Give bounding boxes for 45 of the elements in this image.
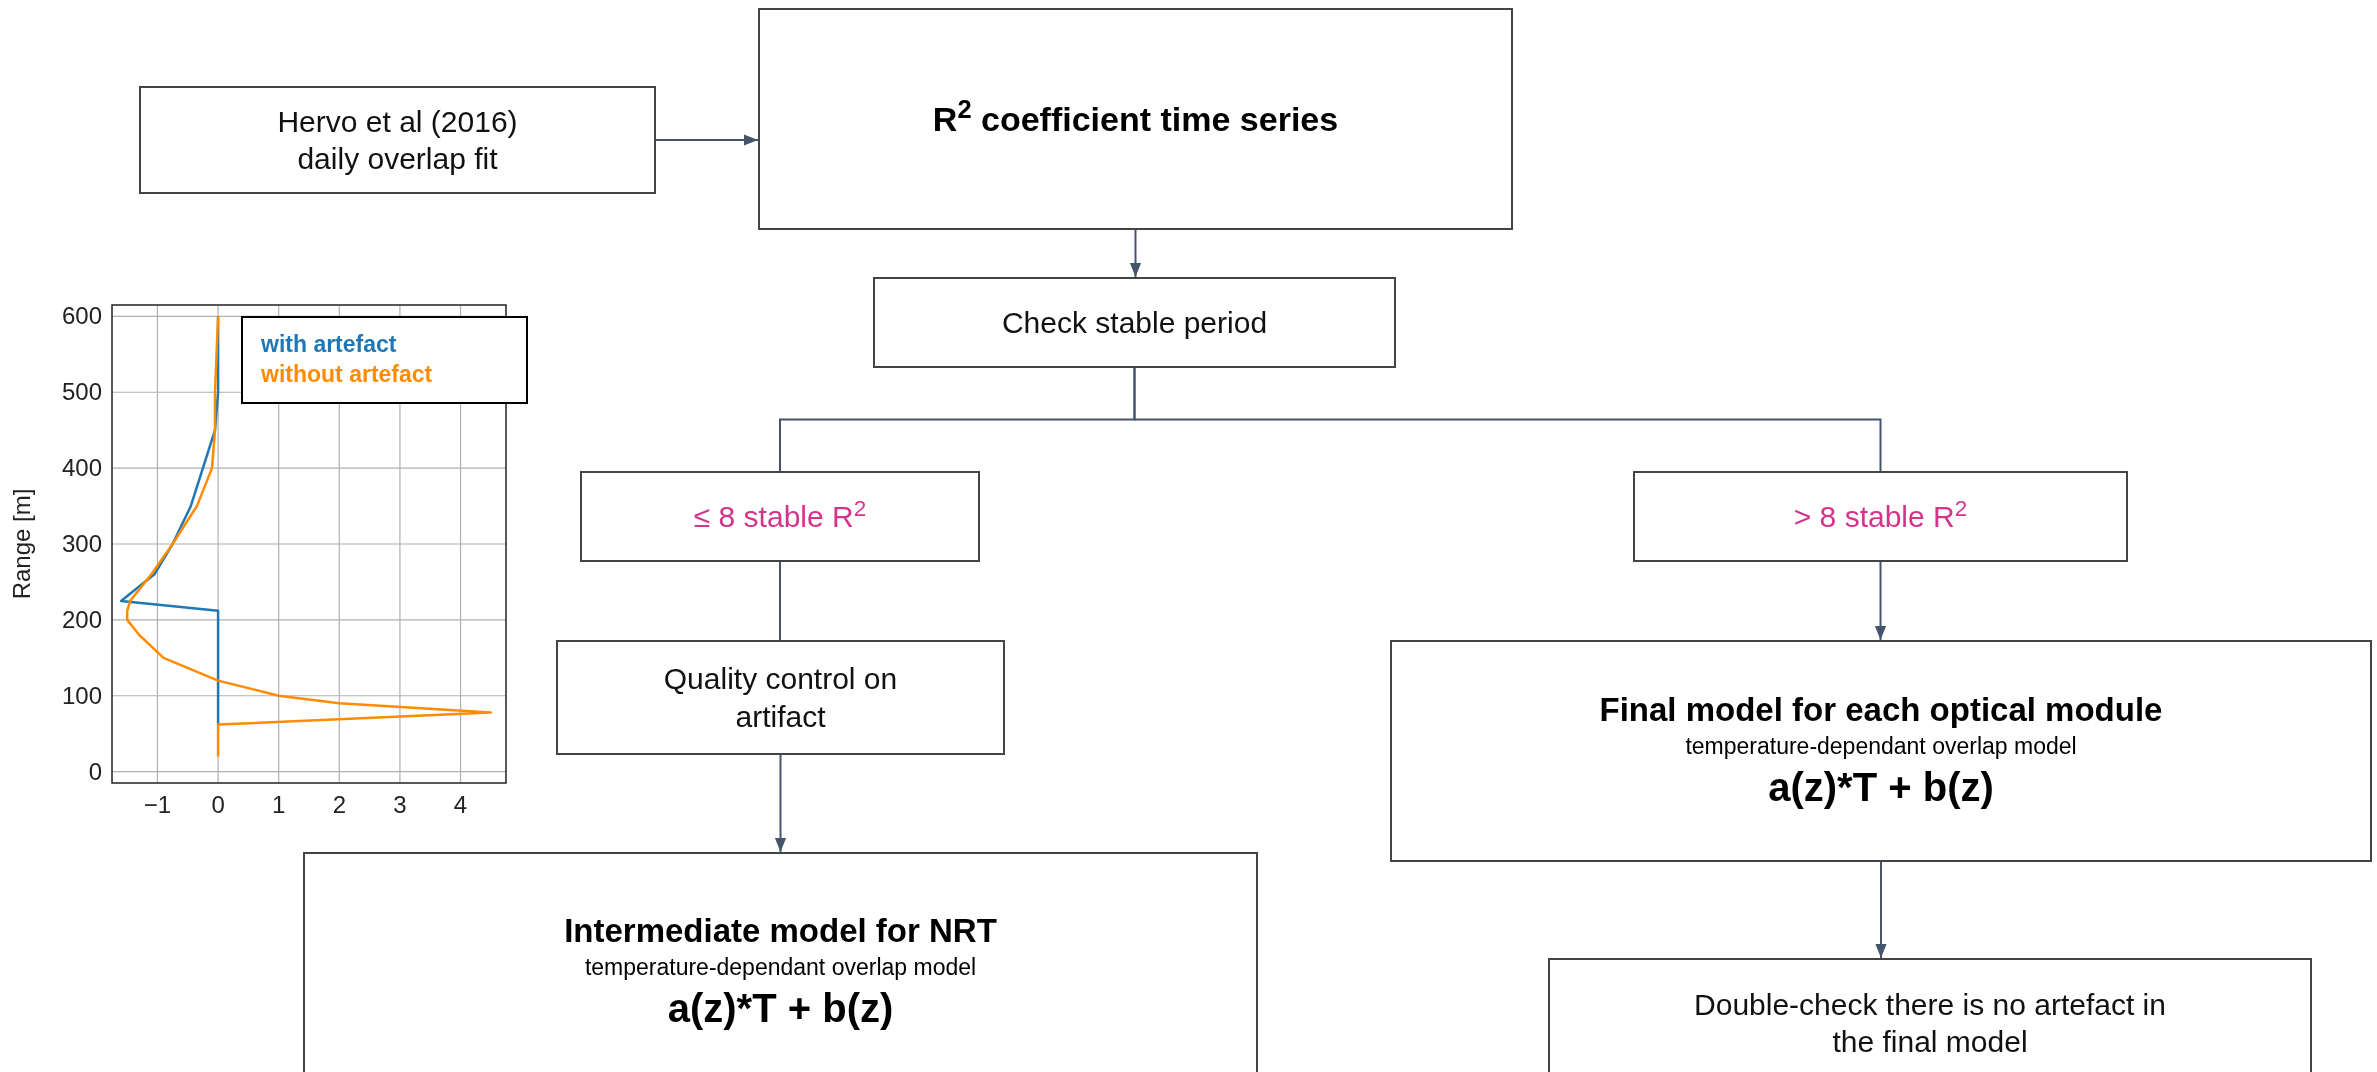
axis-tick-label: 400 (61, 454, 102, 482)
subtitle: temperature-dependant overlap model (1685, 731, 2077, 761)
subtitle: temperature-dependant overlap model (584, 952, 977, 982)
connector (779, 561, 781, 641)
connector (1874, 561, 1887, 641)
legend-entry: without artefact (261, 359, 434, 389)
condition-box (1633, 471, 2128, 562)
connector (1133, 367, 1882, 472)
result-box (303, 852, 1258, 1072)
process-box (873, 277, 1396, 368)
process-box (1548, 958, 2312, 1072)
axis-tick-label: 2 (332, 791, 346, 818)
result-box (1390, 640, 2372, 862)
node-text: Check stable period (1001, 304, 1268, 341)
node-text: ≤ 8 stable R$^{2}$ (693, 497, 867, 535)
connector (655, 134, 759, 146)
heading: Intermediate model for NRT (564, 910, 997, 951)
axis-tick-label: 500 (61, 378, 102, 406)
axis-tick-label: 100 (61, 681, 102, 709)
source-box (139, 86, 656, 194)
axis-tick-label: 300 (61, 530, 102, 557)
node-text: Double-check there is no artefact in the final model (1693, 986, 2167, 1060)
axis-tick-label: 0 (211, 791, 225, 818)
formula: a(z)*T + b(z) (667, 985, 894, 1033)
axis-tick-label: −1 (143, 791, 172, 818)
node-text: Hervo et al (2016) daily overlap fit (276, 103, 519, 177)
condition-box (580, 471, 980, 562)
axis-title: Range [m] (8, 488, 35, 600)
heading: Final model for each optical module (1599, 689, 2163, 730)
node-text: R$^{2}$ coefficient time series (932, 93, 1339, 140)
node-text: Quality control on artifact (662, 661, 899, 735)
process-box (556, 640, 1005, 755)
legend-entry: with artefact (261, 330, 398, 359)
axis-tick-label: 1 (272, 791, 286, 818)
connector (774, 754, 787, 853)
axis-tick-label: 0 (88, 757, 102, 785)
node-text: > 8 stable R$^{2}$ (1793, 497, 1968, 535)
process-box (758, 8, 1513, 230)
connector (1875, 861, 1887, 959)
axis-tick-label: 600 (61, 302, 102, 330)
connector (1129, 229, 1142, 278)
axis-tick-label: 200 (61, 605, 102, 633)
formula: a(z)*T + b(z) (1768, 764, 1994, 812)
axis-tick-label: 3 (393, 791, 407, 818)
axis-tick-label: 4 (453, 791, 468, 818)
